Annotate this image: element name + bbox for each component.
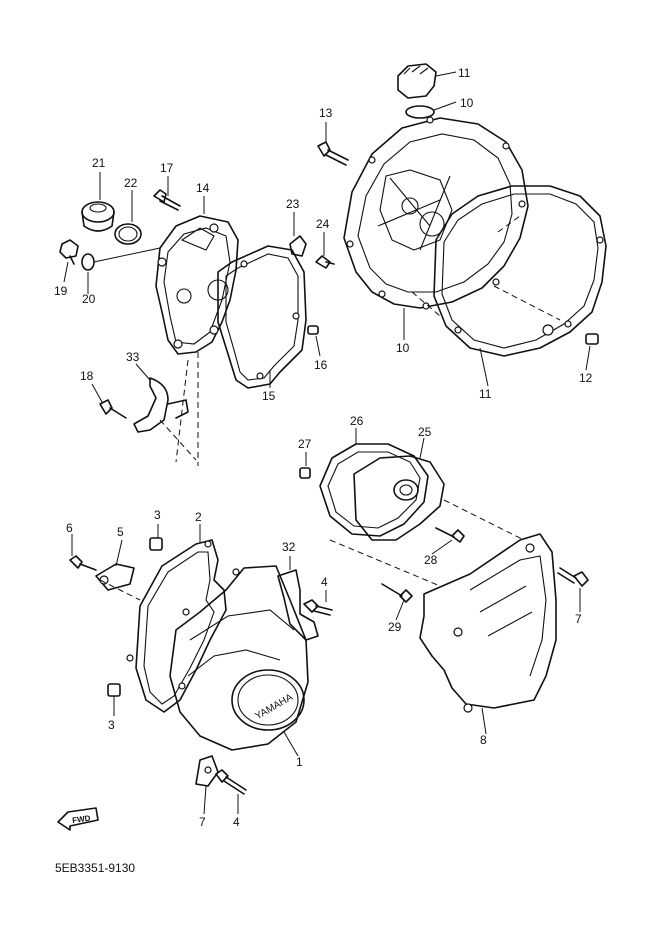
- callout-26: 24: [316, 217, 330, 231]
- dowel-14: [585, 333, 599, 345]
- plug-23: [81, 201, 115, 232]
- callout-3-upper: 3: [154, 508, 161, 522]
- clamp-33: [277, 569, 319, 641]
- bolt-31: [381, 583, 413, 603]
- callout-21: 19: [54, 284, 68, 298]
- bolt-30: [435, 527, 465, 543]
- callout-31: 29: [388, 620, 402, 634]
- o-ring-12: [405, 105, 435, 119]
- callout-5: 5: [117, 525, 124, 539]
- clutch-cover-10: [343, 116, 529, 310]
- callout-14: 12: [579, 371, 593, 385]
- callout-32: 33: [126, 350, 140, 364]
- pickup-cover-27: [353, 455, 445, 541]
- bolt-4-lower: [215, 769, 247, 795]
- callout-29: 27: [298, 437, 312, 451]
- o-ring-24: [114, 223, 142, 245]
- callout-12: 10: [460, 96, 474, 110]
- diagram-code: 5EB3351-9130: [55, 861, 136, 875]
- callout-19: 17: [160, 161, 174, 175]
- callout-3-lower: 3: [108, 718, 115, 732]
- callout-7: 7: [199, 815, 206, 829]
- clamp-5: [95, 563, 135, 591]
- callout-22: 20: [82, 292, 96, 306]
- callout-13: 11: [479, 387, 492, 401]
- callout-25: 23: [286, 197, 300, 211]
- bolt-9: [557, 567, 589, 587]
- bolt-21: [59, 239, 79, 265]
- bolt-6: [69, 555, 97, 571]
- generator-cover-1: [169, 565, 309, 751]
- dowel-29: [299, 467, 311, 479]
- dowel-3-lower: [107, 683, 121, 697]
- callout-1: 1: [296, 755, 303, 769]
- callout-18: 16: [314, 358, 328, 372]
- callout-28: 26: [350, 414, 364, 428]
- callout-20: 18: [80, 369, 94, 383]
- callout-24: 22: [124, 176, 138, 190]
- callout-15: 13: [319, 106, 333, 120]
- callout-4-upper: 4: [321, 575, 328, 589]
- leader-lines: [63, 71, 591, 815]
- fwd-arrow-icon: [57, 807, 99, 831]
- callout-2: 2: [195, 510, 202, 524]
- generator-gasket-2: [126, 539, 227, 713]
- callout-11: 11: [458, 66, 471, 80]
- bolt-20: [99, 399, 127, 419]
- callout-23: 21: [92, 156, 106, 170]
- bolt-19: [153, 189, 181, 211]
- clamp-7: [195, 755, 219, 787]
- dowel-3-upper: [149, 537, 163, 551]
- callout-8: 8: [480, 733, 487, 747]
- callout-16: 14: [196, 181, 210, 195]
- clutch-gasket-13: [433, 185, 607, 357]
- callout-10: 10: [396, 341, 410, 355]
- sprocket-cover-8: [419, 533, 557, 713]
- bolt-26: [315, 255, 335, 269]
- callout-6: 6: [66, 521, 73, 535]
- callout-33: 32: [282, 540, 296, 554]
- callout-9: 7: [575, 612, 582, 626]
- callout-4-lower: 4: [233, 815, 240, 829]
- callout-numbers: 11 10 13 21 17 22 14 23 24 19 20 10 16 3…: [54, 66, 593, 829]
- washer-22: [81, 253, 95, 271]
- oil-pump-cover: [155, 215, 239, 355]
- bolt-15: [317, 141, 349, 166]
- fwd-label: FWD: [72, 814, 92, 825]
- bolt-4-upper: [303, 599, 333, 616]
- assembly-lines: [99, 215, 561, 601]
- clamp-25: [289, 235, 307, 257]
- filler-cap-11: [397, 63, 437, 99]
- callout-17: 15: [262, 389, 276, 403]
- bracket-32: [133, 377, 189, 433]
- cover-gasket-17: [217, 245, 307, 389]
- callout-30: 28: [424, 553, 438, 567]
- callout-27: 25: [418, 425, 432, 439]
- dowel-18: [307, 325, 319, 335]
